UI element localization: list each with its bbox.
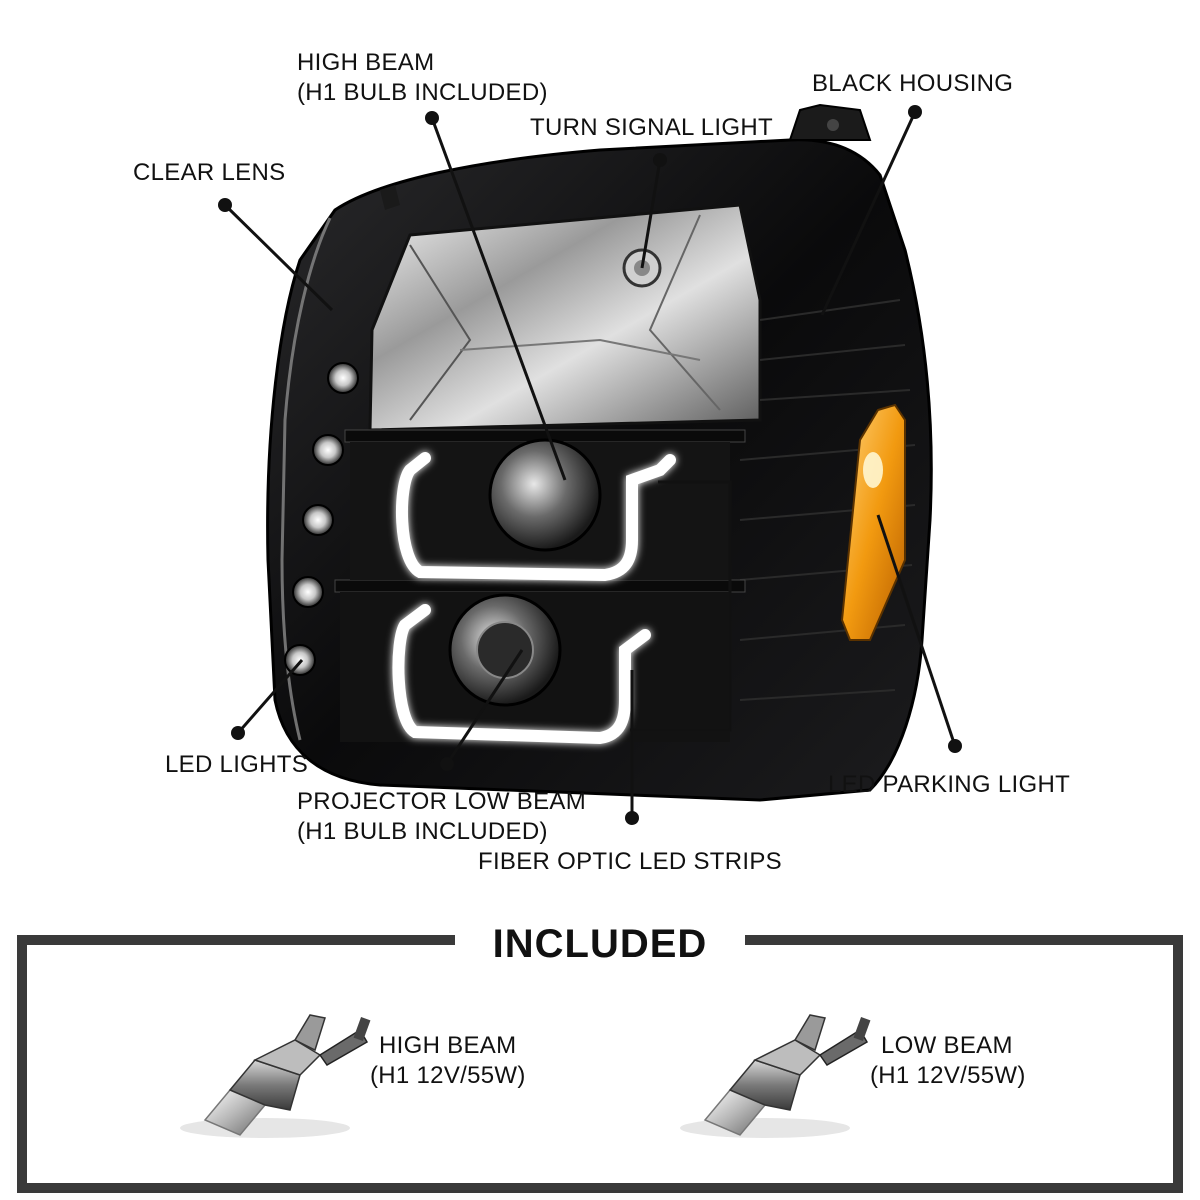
upper-led-strip	[396, 452, 676, 582]
callout-projector-low-beam: PROJECTOR LOW BEAM (H1 BULB INCLUDED)	[297, 788, 586, 845]
clear-lens	[280, 217, 332, 741]
led-light	[327, 362, 359, 394]
led-light	[312, 434, 344, 466]
turn-signal-label: TURN SIGNAL LIGHT	[530, 114, 773, 141]
projector-low-beam-sublabel: (H1 BULB INCLUDED)	[297, 818, 548, 845]
reflector-chamber	[368, 203, 762, 432]
black-housing-label: BLACK HOUSING	[812, 70, 1013, 97]
led-parking-label: LED PARKING LIGHT	[828, 771, 1070, 798]
callout-leaders	[218, 105, 962, 825]
callout-dot	[948, 739, 962, 753]
fiber-optic-label: FIBER OPTIC LED STRIPS	[478, 848, 782, 875]
callout-dot	[653, 153, 667, 167]
clear-lens-label: CLEAR LENS	[133, 159, 285, 186]
high-beam-label: HIGH BEAM	[297, 49, 434, 76]
included-item-1-sublabel: (H1 12V/55W)	[370, 1062, 526, 1089]
h1-bulb-icon	[680, 1014, 871, 1138]
led-light	[284, 644, 316, 676]
callout-dot	[625, 811, 639, 825]
lower-led-strip	[392, 604, 651, 745]
callout-dot	[440, 757, 454, 771]
high-beam-reflector	[488, 438, 602, 552]
callout-dot	[425, 111, 439, 125]
headlight-assembly	[266, 103, 933, 802]
included-item-2-sublabel: (H1 12V/55W)	[870, 1062, 1026, 1089]
high-beam-sublabel: (H1 BULB INCLUDED)	[297, 79, 548, 106]
callout-dot	[218, 198, 232, 212]
callout-dot	[908, 105, 922, 119]
included-item-1-label: HIGH BEAM	[379, 1032, 516, 1059]
included-item-2-label: LOW BEAM	[881, 1032, 1013, 1059]
h1-bulb-icon	[180, 1014, 371, 1138]
led-light	[302, 504, 334, 536]
callout-dot	[231, 726, 245, 740]
led-lights-label: LED LIGHTS	[165, 751, 308, 778]
led-parking-light	[840, 403, 906, 641]
led-lights-column	[284, 362, 359, 676]
callout-high-beam: HIGH BEAM (H1 BULB INCLUDED)	[297, 49, 548, 106]
included-title: INCLUDED	[493, 922, 708, 966]
included-box: INCLUDED HIGH BEAM (H1 12V/55W) LOW BEAM…	[17, 922, 1183, 1193]
projector-low-beam-label: PROJECTOR LOW BEAM	[297, 788, 586, 815]
led-light	[292, 576, 324, 608]
included-frame	[17, 935, 1183, 1193]
